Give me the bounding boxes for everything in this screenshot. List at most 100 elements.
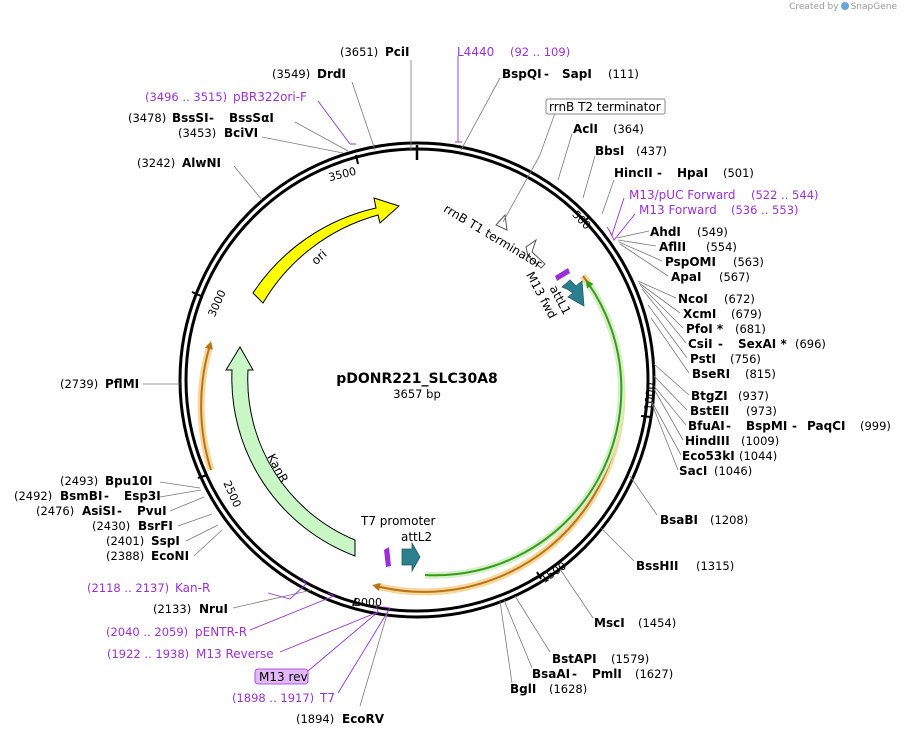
- primer-leader: [249, 592, 336, 631]
- tick-label: 1500: [538, 559, 568, 586]
- enzyme-name-alt: PvuI: [137, 504, 167, 518]
- leader-line: [233, 165, 263, 201]
- enzyme-name: CsiI: [688, 337, 713, 351]
- leader-line: [639, 284, 684, 329]
- enzyme-pos: (3242): [137, 156, 175, 170]
- enzyme-pos: (2476): [36, 504, 74, 518]
- leader-line: [502, 154, 541, 223]
- primer-range: (2118 .. 2137): [87, 581, 169, 595]
- leader-line: [177, 513, 213, 527]
- leader-line: [637, 280, 677, 299]
- ori-feature: ori: [252, 197, 400, 304]
- primer-range: (92 .. 109): [510, 45, 570, 59]
- enzyme-name: HindIII: [685, 434, 730, 448]
- leader-line: [193, 529, 223, 557]
- primer-labels: L4440 (92 .. 109) (3496 .. 3515) pBR322o…: [87, 45, 819, 705]
- primer-name: M13 Reverse: [196, 647, 274, 661]
- enzyme-name: HincII: [614, 166, 653, 180]
- rrnb-t2-feature: rrnB T2 terminator: [495, 98, 666, 231]
- enzyme-labels-left: (3651) PciI (3549) DrdI (3478) BssSI - B…: [14, 45, 412, 616]
- leader-line: [653, 363, 690, 396]
- tick-label: 2000: [354, 596, 382, 609]
- enzyme-pos: (679): [731, 307, 762, 321]
- leader-line: [514, 595, 551, 653]
- enzyme-sep: -: [718, 337, 723, 351]
- enzyme-pos: (1009): [741, 434, 779, 448]
- enzyme-name: AlwNI: [182, 156, 221, 170]
- rrnb-t2-box: [545, 98, 666, 115]
- enzyme-name: BssSI: [172, 111, 209, 125]
- primer-leader: [337, 606, 391, 694]
- tick-mark: [583, 215, 591, 223]
- credit-brand: SnapGene: [850, 2, 897, 12]
- enzyme-pos: (3549): [272, 67, 310, 81]
- plasmid-name: pDONR221_SLC30A8: [336, 371, 498, 387]
- enzyme-name: SacI: [679, 464, 707, 478]
- enzyme-pos: (696): [795, 337, 826, 351]
- enzyme-name: PspOMI: [665, 255, 716, 269]
- enzyme-name: AclI: [573, 122, 598, 136]
- enzyme-pos: (437): [636, 144, 667, 158]
- enzyme-name: NruI: [199, 602, 228, 616]
- leader-line: [169, 496, 205, 512]
- enzyme-name: EcoRV: [342, 712, 385, 726]
- enzyme-name: ApaI: [671, 270, 701, 284]
- enzyme-name: PstI: [690, 352, 716, 366]
- enzyme-pos: (1315): [696, 559, 734, 573]
- leader-line: [582, 155, 596, 199]
- enzyme-name: BciVI: [224, 126, 258, 140]
- tick-label: 1000: [642, 382, 658, 411]
- enzyme-pos: (1454): [638, 616, 676, 630]
- leader-line: [185, 524, 219, 542]
- enzyme-pos: (554): [706, 240, 737, 254]
- rrnb-t1-label: rrnB T1 terminator: [441, 202, 544, 272]
- enzyme-pos: (3453): [178, 126, 216, 140]
- enzyme-name: BsrFI: [138, 519, 173, 533]
- leader-line: [616, 230, 650, 239]
- enzyme-pos: (2493): [60, 474, 98, 488]
- leader-line: [159, 481, 201, 489]
- enzyme-sep: -: [104, 489, 109, 503]
- enzyme-pos: (2388): [106, 549, 144, 563]
- enzyme-name: XcmI: [683, 307, 716, 321]
- enzyme-pos: (3478): [128, 111, 166, 125]
- enzyme-labels-right: BspQI - SapI (111) AclI (364) BbsI (437)…: [296, 67, 891, 726]
- enzyme-name-alt: Esp3I: [124, 489, 161, 503]
- attl2-feature: attL2: [401, 530, 432, 573]
- enzyme-name: BspQI: [502, 67, 542, 81]
- tick-mark: [191, 291, 202, 297]
- enzyme-name: BseRI: [692, 367, 730, 381]
- enzyme-name: EcoNI: [151, 549, 189, 563]
- leader-line: [629, 475, 658, 516]
- enzyme-pos: (815): [745, 367, 776, 381]
- enzyme-name-alt: PaqCI: [807, 419, 845, 433]
- enzyme-name-alt: BspMI: [746, 419, 787, 433]
- enzyme-name: AhdI: [650, 225, 681, 239]
- enzyme-pos: (2430): [92, 519, 130, 533]
- rrnb-t1-feature: rrnB T1 terminator: [441, 202, 546, 272]
- enzyme-name: BssHII: [636, 559, 678, 573]
- primer-name: L4440: [457, 45, 494, 59]
- enzyme-pos: (681): [735, 322, 766, 336]
- leader-line: [638, 282, 681, 314]
- enzyme-pos: (2739): [60, 377, 98, 391]
- primer-leader: [267, 577, 307, 600]
- enzyme-name: AsiSI: [82, 504, 116, 518]
- leader-line: [232, 589, 313, 609]
- enzyme-name: PflMI: [105, 377, 139, 391]
- enzyme-pos: (567): [719, 270, 750, 284]
- enzyme-name: Eco53kI: [682, 449, 735, 463]
- enzyme-pos: (3651): [340, 45, 378, 59]
- primer-name: Kan-R: [175, 581, 210, 595]
- leader-line: [647, 304, 688, 359]
- attl2-label: attL2: [401, 530, 432, 544]
- primer-leader: [307, 611, 379, 672]
- primer-range: (1898 .. 1917): [232, 691, 314, 705]
- enzyme-name: BglI: [510, 682, 536, 696]
- leader-line: [653, 388, 684, 441]
- enzyme-pos: (1044): [739, 449, 777, 463]
- enzyme-name: MscI: [594, 616, 625, 630]
- enzyme-pos: (2133): [153, 602, 191, 616]
- enzyme-pos: (756): [730, 352, 761, 366]
- enzyme-pos: (2492): [14, 489, 52, 503]
